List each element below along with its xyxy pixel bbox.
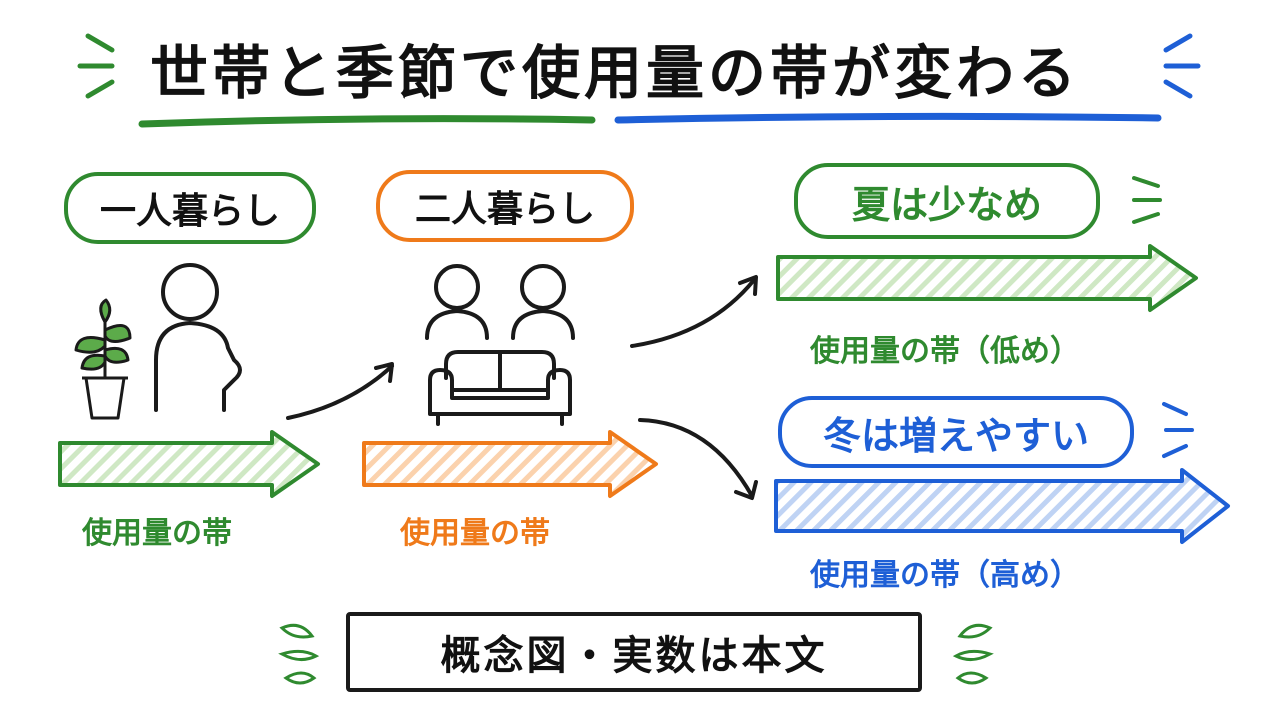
page-title: 世帯と季節で使用量の帯が変わる <box>150 39 1081 107</box>
band-label-winter: 使用量の帯（高め） <box>810 558 1080 593</box>
winter-accent-marks <box>1162 402 1194 458</box>
note-box: 概念図・実数は本文 <box>346 612 922 692</box>
sofa-icon <box>428 350 572 426</box>
season-winter-pill: 冬は増えやすい <box>778 396 1134 468</box>
band-arrow-single <box>58 430 320 498</box>
plant-icon <box>74 298 132 420</box>
couple-icon <box>425 264 575 340</box>
band-label-couple: 使用量の帯 <box>400 516 550 551</box>
summer-accent-marks <box>1132 176 1162 224</box>
band-arrow-winter <box>774 468 1230 544</box>
band-arrow-couple <box>362 430 658 498</box>
title-accent-right <box>1163 33 1201 99</box>
title-underline-green <box>138 115 596 128</box>
season-summer-pill: 夏は少なめ <box>794 163 1100 239</box>
household-couple-pill: 二人暮らし <box>376 170 634 242</box>
title-underline-blue <box>614 112 1162 124</box>
band-arrow-summer <box>776 244 1198 312</box>
band-label-single: 使用量の帯 <box>82 516 232 551</box>
band-label-summer: 使用量の帯（低め） <box>810 334 1080 369</box>
leaf-decor-right <box>952 623 994 685</box>
flow-connectors <box>286 275 758 500</box>
person-icon <box>154 263 242 412</box>
leaf-decor-left <box>278 623 320 685</box>
title-accent-left <box>77 33 115 99</box>
household-single-pill: 一人暮らし <box>64 172 316 244</box>
